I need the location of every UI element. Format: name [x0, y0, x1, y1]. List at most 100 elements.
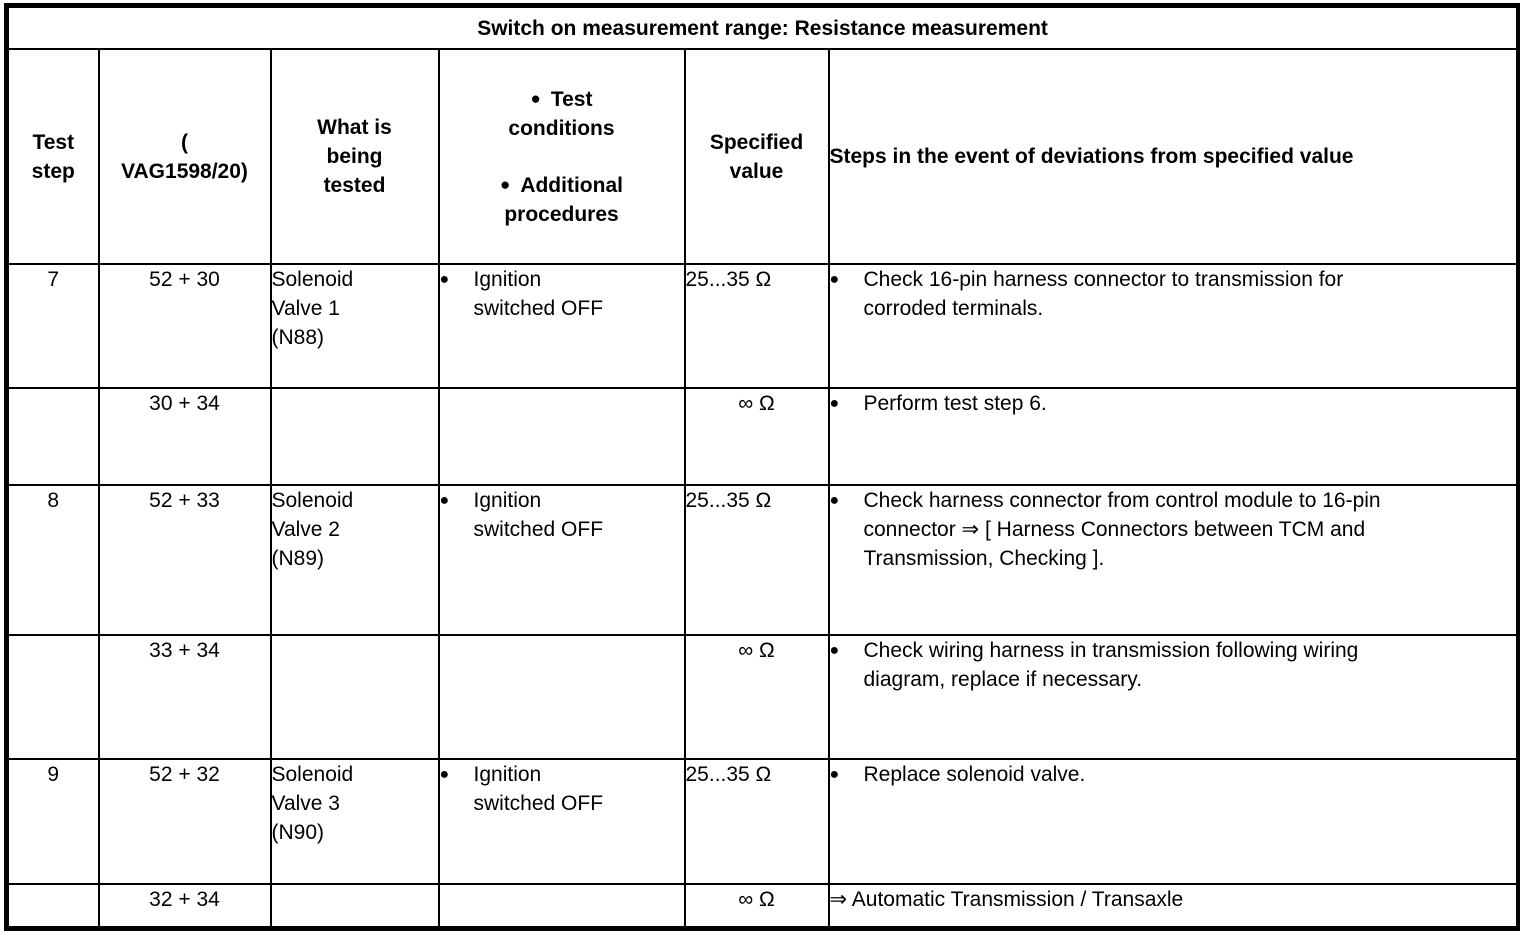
column-header-test-conditions: ● Test conditions ● Additional procedures — [437, 48, 686, 265]
cell-test-step — [5, 883, 100, 928]
steps-line: Check wiring harness in transmission fol… — [863, 639, 1359, 662]
steps-line: Perform test step 6. — [863, 392, 1047, 415]
condition-line: switched OFF — [473, 297, 604, 320]
cell-specified-value: ∞ Ω — [683, 883, 830, 928]
table-row: 9 52 + 32 Solenoid Valve 3 (N90) Ignitio… — [5, 758, 1520, 885]
column-header-test-step: Test step — [5, 48, 100, 265]
bullet-icon: ● — [500, 174, 511, 194]
header-conditions-text3: Additional — [520, 173, 623, 197]
header-conditions-text1: Test — [550, 87, 593, 111]
cell-connector-pins: 32 + 34 — [97, 883, 272, 928]
header-specified-line2: value — [729, 159, 784, 183]
cell-connector-pins: 33 + 34 — [97, 634, 272, 760]
tested-line: (N88) — [271, 326, 325, 349]
cell-specified-value: 25...35 Ω — [683, 758, 830, 885]
steps-line: Replace solenoid valve. — [863, 763, 1086, 786]
cell-connector-pins: 52 + 32 — [97, 758, 272, 885]
cell-connector-pins: 52 + 33 — [97, 484, 272, 636]
tested-line: Solenoid — [271, 763, 354, 786]
table-row: 8 52 + 33 Solenoid Valve 2 (N89) Ignitio… — [5, 484, 1520, 636]
tested-line: Valve 2 — [271, 518, 341, 541]
tested-line: Solenoid — [271, 268, 354, 291]
header-what-tested-line1: What is — [317, 116, 392, 139]
cell-what-tested: Solenoid Valve 2 (N89) — [269, 484, 440, 636]
document-page: Switch on measurement range: Resistance … — [0, 3, 1520, 951]
tested-line: (N89) — [271, 547, 325, 570]
steps-bullet-item: Replace solenoid valve. — [830, 760, 1517, 789]
header-what-tested-line2: being — [326, 145, 383, 168]
cell-test-conditions — [437, 387, 686, 486]
cell-test-step — [5, 387, 100, 486]
cell-what-tested — [269, 883, 440, 928]
cell-deviation-steps: Check harness connector from control mod… — [827, 484, 1520, 636]
tested-line: Solenoid — [271, 489, 354, 512]
header-what-tested-line3: tested — [323, 174, 386, 197]
cell-deviation-steps: Check wiring harness in transmission fol… — [827, 634, 1520, 760]
cell-test-step — [5, 634, 100, 760]
cell-deviation-steps: Replace solenoid valve. — [827, 758, 1520, 885]
cell-specified-value: 25...35 Ω — [683, 263, 830, 389]
header-test-step-line1: Test — [32, 130, 75, 154]
condition-line: Ignition — [473, 763, 542, 786]
tested-line: Valve 3 — [271, 792, 341, 815]
column-header-specified-value: Specified value — [683, 48, 830, 265]
cell-test-step: 9 — [5, 758, 100, 885]
cell-test-conditions — [437, 883, 686, 928]
cell-test-conditions: Ignition switched OFF — [437, 484, 686, 636]
column-header-steps: Steps in the event of deviations from sp… — [827, 48, 1520, 265]
table-header-row: Test step ( VAG1598/20) What is being te… — [5, 48, 1520, 265]
steps-bullet-item: Perform test step 6. — [830, 389, 1517, 418]
tested-line: Valve 1 — [271, 297, 341, 320]
cell-connector-pins: 30 + 34 — [97, 387, 272, 486]
header-conditions-line1: ● Test — [440, 85, 684, 114]
cell-test-conditions: Ignition switched OFF — [437, 758, 686, 885]
table-row: 7 52 + 30 Solenoid Valve 1 (N88) Ignitio… — [5, 263, 1520, 389]
header-test-step-line2: step — [31, 159, 75, 183]
cell-test-step: 7 — [5, 263, 100, 389]
header-conditions-line3: ● Additional — [440, 171, 684, 200]
cell-specified-value: 25...35 Ω — [683, 484, 830, 636]
column-header-what-tested: What is being tested — [269, 48, 440, 265]
cell-what-tested: Solenoid Valve 3 (N90) — [269, 758, 440, 885]
cell-specified-value: ∞ Ω — [683, 387, 830, 486]
condition-line: Ignition — [473, 489, 542, 512]
steps-line: connector ⇒ [ Harness Connectors between… — [863, 518, 1366, 541]
column-header-connector: ( VAG1598/20) — [97, 48, 272, 265]
header-connector-line1: ( — [181, 130, 188, 154]
cell-connector-pins: 52 + 30 — [97, 263, 272, 389]
cell-test-step: 8 — [5, 484, 100, 636]
header-conditions-line2: conditions — [508, 116, 615, 140]
cell-what-tested — [269, 634, 440, 760]
page-title: Switch on measurement range: Resistance … — [6, 5, 1519, 50]
header-connector-line2: VAG1598/20) — [121, 159, 248, 183]
cell-test-conditions: Ignition switched OFF — [437, 263, 686, 389]
cell-what-tested: Solenoid Valve 1 (N88) — [269, 263, 440, 389]
diagnostic-test-table: Switch on measurement range: Resistance … — [4, 3, 1520, 931]
steps-bullet-item: Check harness connector from control mod… — [830, 486, 1517, 573]
condition-line: Ignition — [473, 268, 542, 291]
cell-specified-value: ∞ Ω — [683, 634, 830, 760]
condition-bullet-item: Ignition switched OFF — [440, 760, 684, 818]
cell-what-tested — [269, 387, 440, 486]
tested-line: (N90) — [271, 821, 325, 844]
steps-bullet-item: Check wiring harness in transmission fol… — [830, 636, 1517, 694]
cell-deviation-steps: ⇒ Automatic Transmission / Transaxle — [827, 883, 1520, 928]
table-row: 32 + 34 ∞ Ω ⇒ Automatic Transmission / T… — [5, 883, 1520, 928]
cell-test-conditions — [437, 634, 686, 760]
header-spacer — [440, 143, 684, 171]
table-row: 33 + 34 ∞ Ω Check wiring harness in tran… — [5, 634, 1520, 760]
steps-line: diagram, replace if necessary. — [863, 668, 1143, 691]
header-specified-line1: Specified — [709, 130, 804, 154]
steps-line: corroded terminals. — [863, 297, 1044, 320]
condition-bullet-item: Ignition switched OFF — [440, 486, 684, 544]
table-title-row: Switch on measurement range: Resistance … — [6, 5, 1519, 50]
steps-line: Check harness connector from control mod… — [863, 489, 1381, 512]
steps-bullet-item: Check 16-pin harness connector to transm… — [830, 265, 1517, 323]
table-row: 30 + 34 ∞ Ω Perform test step 6. — [5, 387, 1520, 486]
header-conditions-line4: procedures — [504, 202, 619, 226]
steps-line: ⇒ Automatic Transmission / Transaxle — [829, 888, 1184, 911]
cell-deviation-steps: Check 16-pin harness connector to transm… — [827, 263, 1520, 389]
condition-line: switched OFF — [473, 518, 604, 541]
bullet-icon: ● — [530, 88, 541, 108]
condition-bullet-item: Ignition switched OFF — [440, 265, 684, 323]
